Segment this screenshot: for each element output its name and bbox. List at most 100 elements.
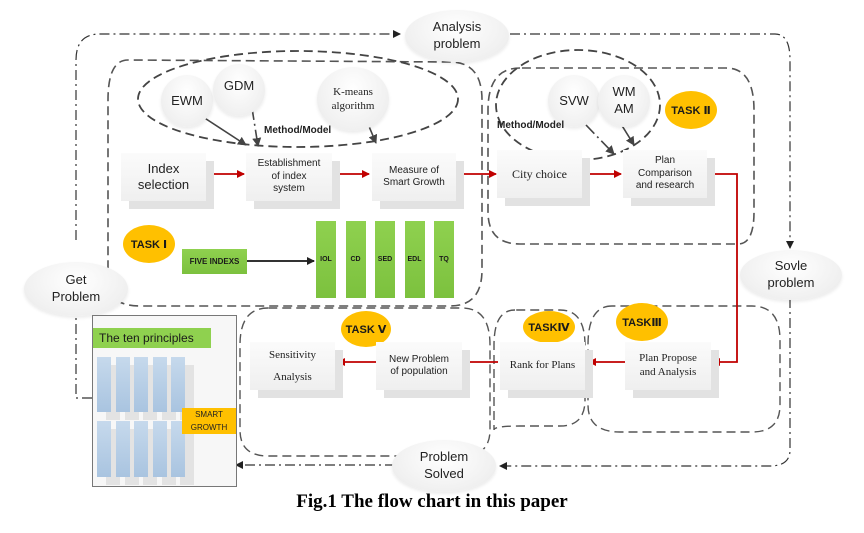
step-rank-for-plans: Rank for Plans (500, 342, 593, 398)
kmeans-line2: algorithm (331, 100, 375, 112)
five-indexes-box: FIVE INDEXS (182, 249, 247, 274)
principle-item (171, 421, 185, 477)
solve-problem-line2: problem (767, 275, 815, 290)
kmeans-line1: K-means (333, 85, 373, 98)
sensitivity-line1: Sensitivity (268, 349, 317, 361)
method-svw: SVW (548, 75, 600, 127)
task1-badge: TASK Ⅰ (123, 225, 175, 263)
plan-comparison-line3: and research (635, 180, 695, 192)
box-face: Rank for Plans (500, 342, 585, 390)
index-label: EDL (407, 256, 422, 263)
task1-method-model-label: Method/Model (264, 125, 332, 136)
plan-propose-line1: Plan Propose (639, 352, 697, 365)
loop-left-up (72, 307, 92, 399)
index-iol: IOL (316, 221, 336, 298)
method-svw-label: SVW (559, 92, 589, 108)
measure-line1: Measure of (388, 164, 440, 176)
index-label: CD (350, 256, 361, 263)
task5-container (239, 307, 491, 457)
new-problem-line2: of population (390, 366, 448, 377)
five-indexes-label: FIVE INDEXS (189, 257, 240, 266)
task5-badge-label: TASK Ⅴ (345, 323, 387, 336)
method-gdm: GDM (213, 64, 265, 116)
analysis-problem-line1: Analysis (432, 19, 482, 35)
method-ewm: EWM (161, 75, 213, 127)
step-city-choice: City choice (497, 150, 590, 206)
principle-item (115, 421, 130, 477)
index-tq: TQ (434, 221, 454, 298)
problem-solved-line2: Solved (424, 466, 464, 481)
loop-right-bottom (499, 298, 791, 470)
index-label: IOL (320, 256, 332, 263)
task3-badge-label: TASKⅢ (622, 316, 662, 329)
smart-growth-line1: SMART (195, 410, 223, 419)
method-kmeans: K-means algorithm (317, 67, 389, 131)
principle-item (152, 357, 167, 412)
principle-item (97, 357, 111, 412)
analysis-problem-line2: problem (433, 36, 481, 51)
principles-title-label: The ten principles (99, 331, 194, 345)
solve-problem-line1: Sovle (774, 258, 808, 274)
wmam-line1: WM (612, 84, 636, 100)
task1-container (107, 59, 483, 307)
loop-top-right (510, 33, 794, 249)
figure-caption: Fig.1 The flow chart in this paper (296, 491, 568, 512)
cycle-loop (72, 30, 794, 470)
principle-item (134, 357, 148, 412)
plan-comparison-line2: Comparison (638, 167, 692, 179)
index-selection-line1: Index (147, 160, 180, 176)
task2-badge: TASK Ⅱ (665, 91, 717, 129)
index-label: TQ (439, 256, 449, 263)
task2-badge-label: TASK Ⅱ (671, 104, 711, 117)
task4-container (493, 309, 586, 431)
index-label: SED (377, 256, 393, 263)
wmam-line2: AM (614, 101, 634, 116)
principle-item (171, 357, 185, 412)
task1-badge-label: TASK Ⅰ (130, 238, 168, 251)
plan-propose-line2: and Analysis (639, 366, 697, 378)
plan-comparison-line1: Plan (654, 155, 675, 167)
establishment-line2: of index (271, 170, 307, 182)
principle-item (97, 421, 111, 477)
task1-method-ellipse (137, 50, 459, 148)
principle-item (115, 357, 130, 412)
box-face: City choice (497, 150, 582, 198)
task4-badge-label: TASKⅣ (528, 321, 570, 334)
smart-growth-badge: SMART GROWTH (182, 408, 236, 434)
loop-left-top (75, 30, 401, 240)
smart-growth-line2: GROWTH (190, 423, 228, 432)
index-cd: CD (345, 221, 366, 298)
task2-container (487, 67, 755, 245)
task2-method-model-label: Method/Model (497, 120, 565, 131)
task2-method-arrows (585, 123, 635, 155)
principle-item (134, 421, 148, 477)
get-problem-line2: Problem (51, 289, 101, 304)
method-gdm-label: GDM (223, 78, 255, 93)
measure-line2: Smart Growth (383, 177, 445, 188)
task5-badge: TASK Ⅴ (341, 311, 391, 347)
problem-solved-line1: Problem (419, 449, 469, 465)
task3-badge: TASKⅢ (616, 303, 668, 341)
rank-for-plans-label: Rank for Plans (509, 359, 576, 372)
establishment-line3: system (273, 183, 305, 195)
principles-panel: The ten principles SMART GROWTH (92, 315, 237, 487)
task2-method-ellipse (495, 49, 661, 161)
